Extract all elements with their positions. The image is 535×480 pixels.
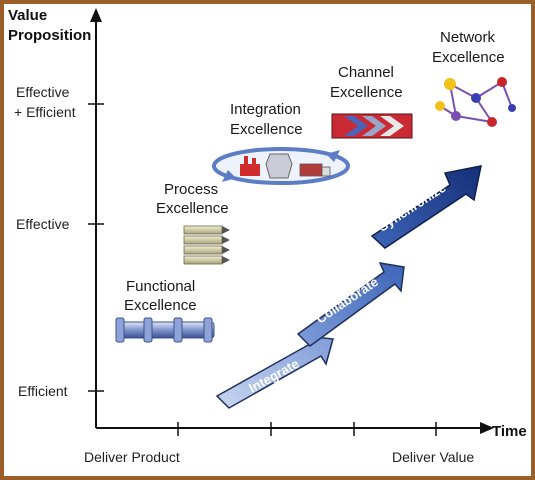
value-proposition-diagram: Value Proposition Effective + Efficient … — [8, 7, 527, 465]
step-arrow-integrate: Integrate — [215, 335, 334, 409]
network-molecule-icon — [435, 77, 516, 127]
stage-process-label-1: Process — [164, 181, 218, 198]
stage-integration-label-2: Excellence — [230, 121, 303, 138]
stage-integration-label-1: Integration — [230, 101, 301, 118]
x-axis-title: Time — [492, 423, 527, 440]
step-arrow-synchronize: Synchronize — [370, 165, 482, 249]
stage-network-label-1: Network — [440, 29, 496, 46]
y-label-effective-efficient-2: + Efficient — [14, 104, 76, 120]
pencils-icon — [183, 225, 230, 265]
y-label-efficient: Efficient — [18, 383, 68, 399]
y-label-effective-efficient-1: Effective — [16, 84, 70, 100]
y-label-effective: Effective — [16, 216, 70, 232]
stage-functional-label-1: Functional — [126, 278, 195, 295]
stage-channel-label-1: Channel — [338, 64, 394, 81]
stage-process-label-2: Excellence — [156, 200, 229, 217]
channel-chevrons-icon — [331, 113, 413, 139]
y-axis-arrowhead — [90, 8, 102, 22]
stage-functional-label-2: Excellence — [124, 297, 197, 314]
y-axis-title-line2: Proposition — [8, 27, 91, 44]
pipes-icon — [115, 317, 215, 343]
x-label-deliver-value: Deliver Value — [392, 449, 474, 465]
x-axis-arrowhead — [480, 422, 494, 434]
step-arrow-collaborate: Collaborate — [296, 262, 405, 347]
integration-cycle-icon — [212, 147, 350, 185]
stage-network-label-2: Excellence — [432, 49, 505, 66]
stage-channel-label-2: Excellence — [330, 84, 403, 101]
y-axis-title-line1: Value — [8, 7, 47, 24]
x-label-deliver-product: Deliver Product — [84, 449, 180, 465]
